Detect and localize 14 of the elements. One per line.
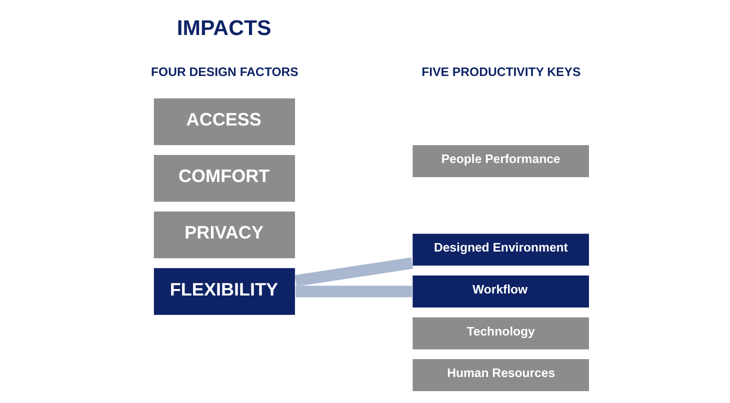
label: FIVE PRODUCTIVITY KEYS [421, 65, 580, 80]
connector [294, 257, 412, 286]
node-box: FLEXIBILITY [152, 267, 296, 316]
label: IMPACTS [176, 16, 271, 40]
node-box: Human Resources [411, 358, 590, 392]
node-box: COMFORT [152, 154, 296, 203]
node-box: Technology [411, 316, 590, 350]
label: FOUR DESIGN FACTORS [150, 65, 298, 80]
node-box: People Performance [411, 144, 590, 178]
node-box: PRIVACY [152, 210, 296, 260]
node-box: ACCESS [152, 98, 296, 146]
node-box: Workflow [411, 274, 590, 308]
node-box: Designed Environment [411, 232, 590, 266]
connector [295, 286, 412, 298]
